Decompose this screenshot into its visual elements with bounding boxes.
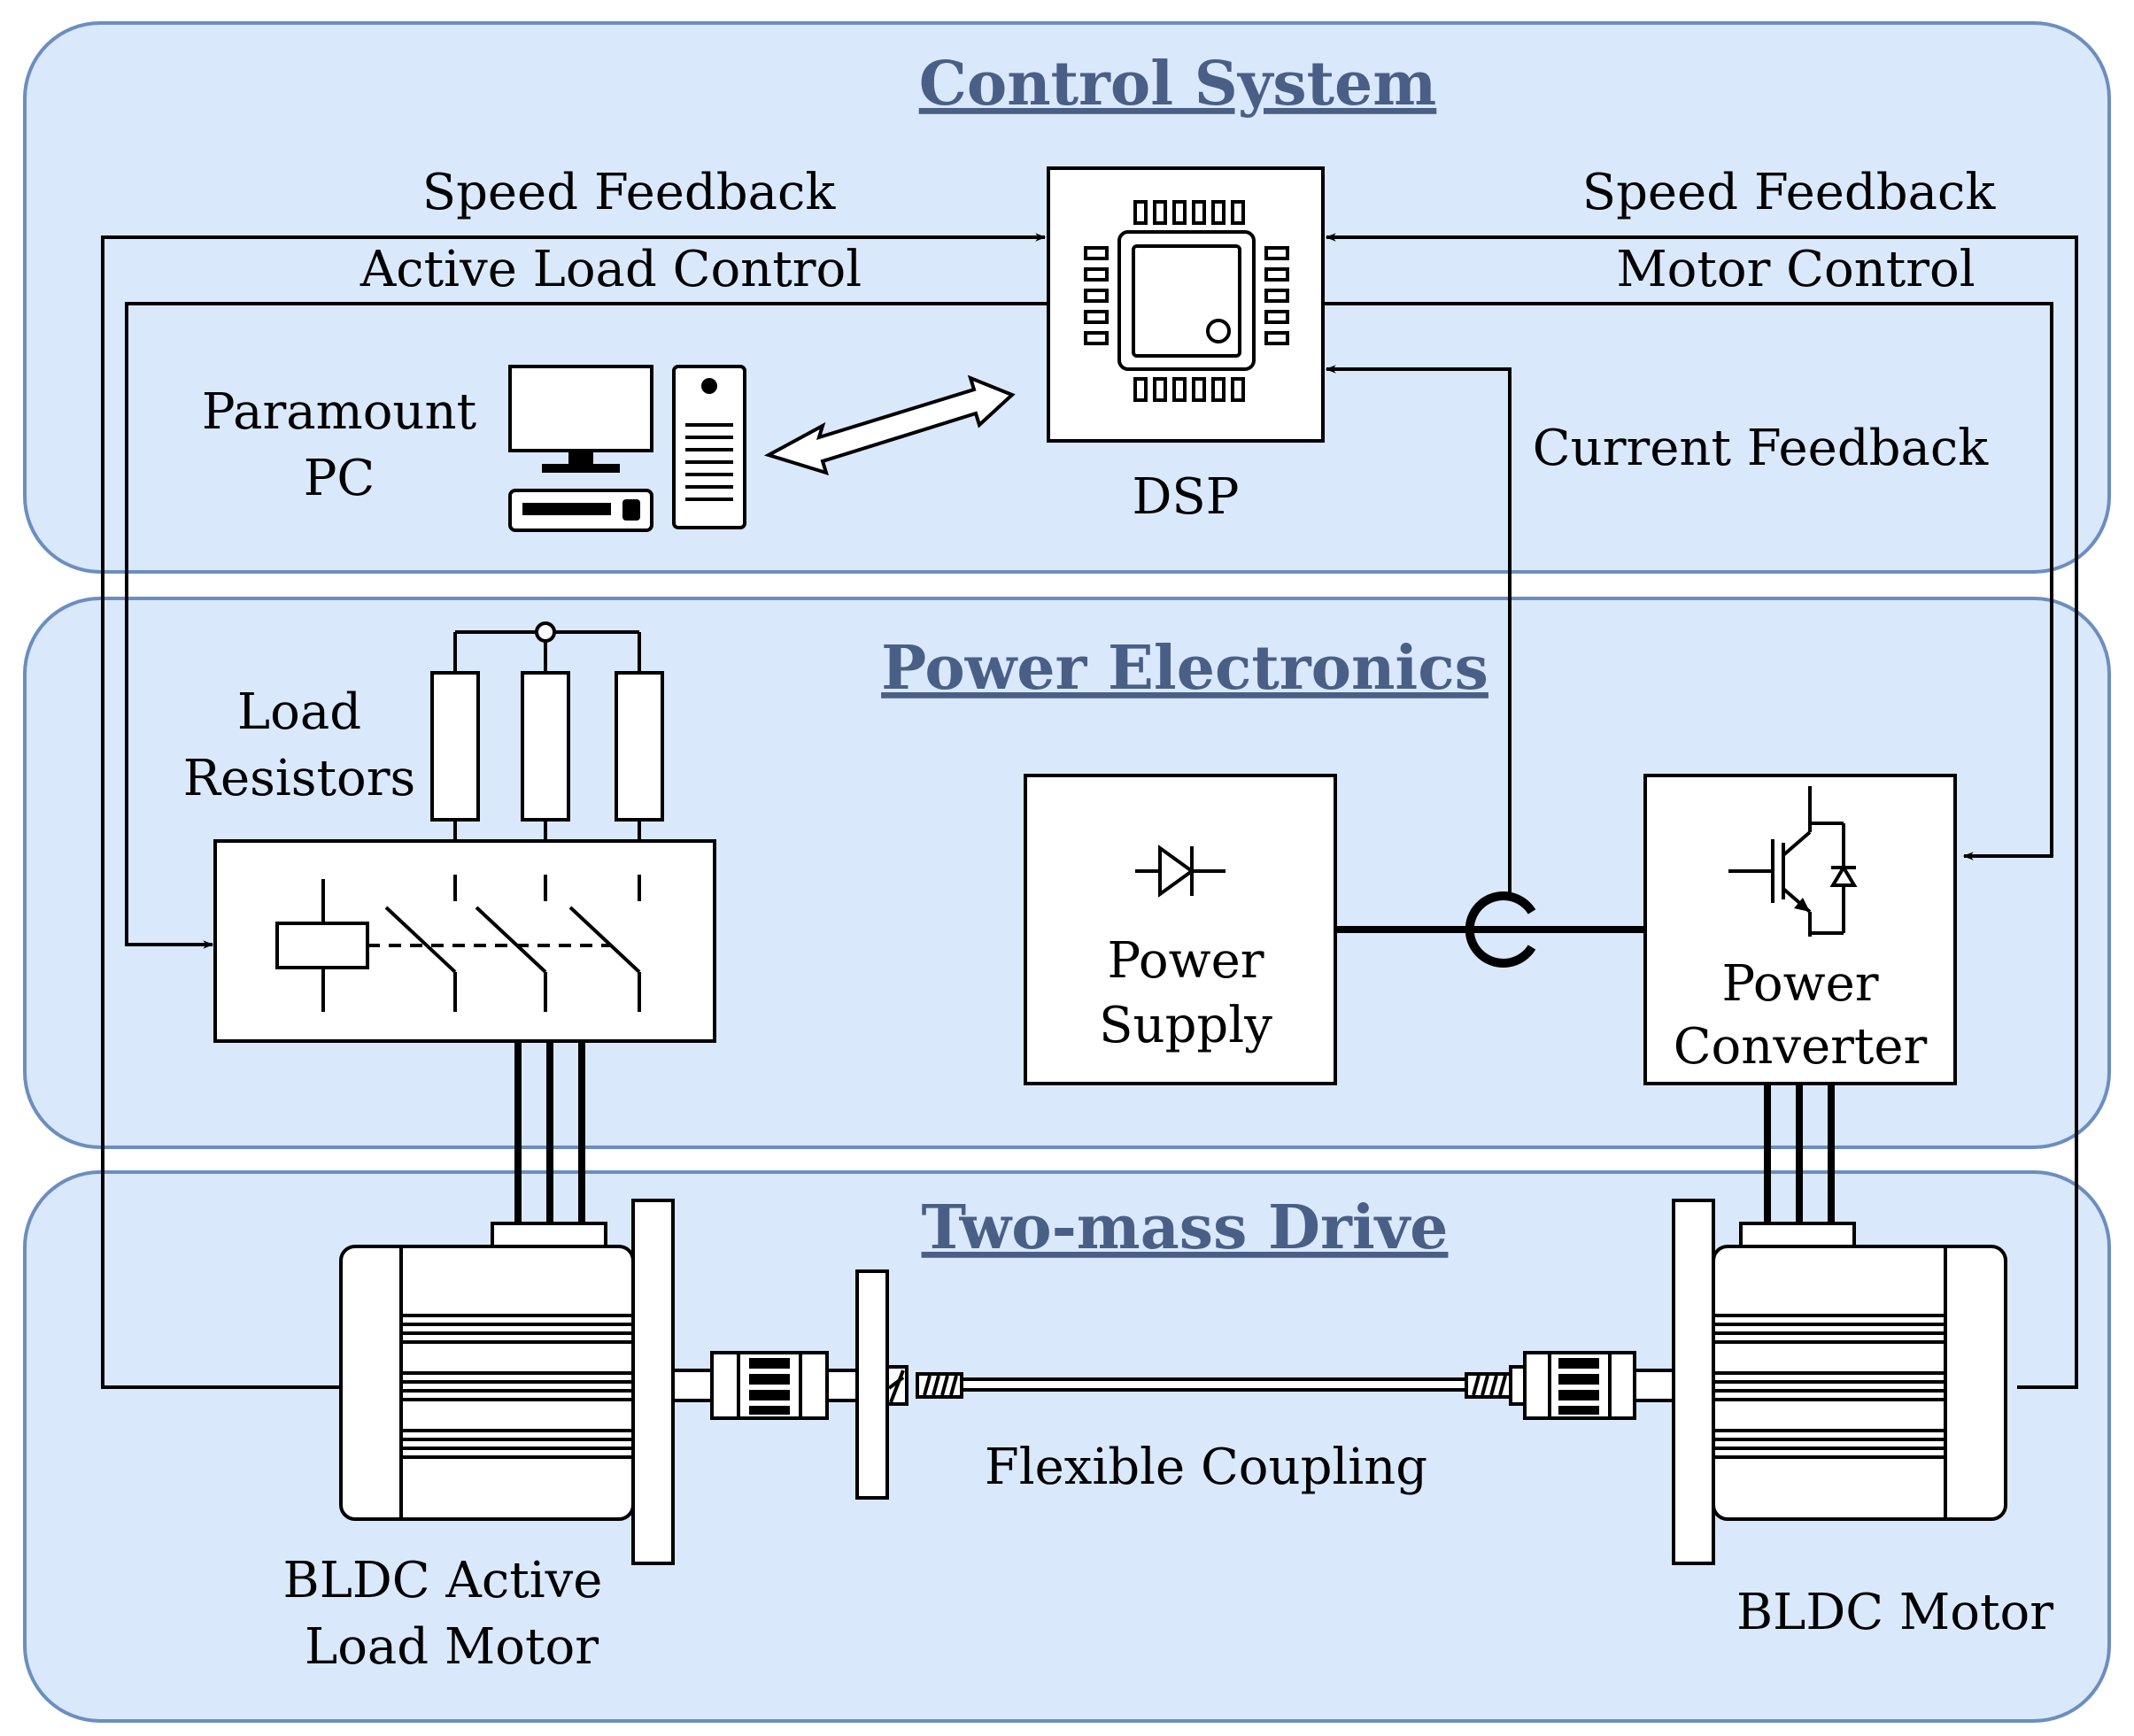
motor-control-label: Motor Control (1616, 241, 1975, 298)
power-converter-label-line1: Power (1722, 955, 1879, 1013)
control-system-title: Control System (919, 49, 1437, 120)
pc-label-line2: PC (304, 450, 375, 507)
dsp-label: DSP (1133, 468, 1240, 526)
power-converter-label-line2: Converter (1674, 1018, 1928, 1076)
dsp-block (1047, 166, 1325, 443)
converter-to-motor-cables (1764, 1084, 1835, 1223)
igbt-icon (1728, 786, 1858, 937)
power-supply-block (1024, 774, 1337, 1085)
speed-feedback-right-label: Speed Feedback (1582, 164, 1997, 221)
flexible-coupling-label: Flexible Coupling (985, 1439, 1427, 1496)
speed-feedback-right-wire (1325, 233, 2078, 1389)
speed-feedback-left-wire (101, 233, 1047, 1389)
speed-feedback-left-label: Speed Feedback (422, 164, 837, 221)
active-motor-label-line2: Load Motor (305, 1618, 599, 1676)
motor-control-wire (1323, 302, 2053, 860)
motor-fins-left (401, 1314, 633, 1459)
motor-fins-right (1713, 1314, 1945, 1459)
load-resistors (430, 621, 664, 841)
power-supply-label-line2: Supply (1099, 997, 1272, 1054)
bldc-active-load-motor (339, 1199, 675, 1565)
chip-icon (1084, 200, 1289, 402)
current-sensor-icon (1465, 891, 1536, 968)
active-load-control-label: Active Load Control (360, 241, 862, 298)
diode-icon (1135, 845, 1226, 898)
load-resistors-label-line2: Resistors (183, 750, 415, 807)
load-resistors-label-line1: Load (237, 683, 361, 741)
bldc-motor (1672, 1199, 2007, 1565)
pc-label-line1: Paramount (202, 383, 477, 441)
right-shaft-coupling (1465, 1351, 1675, 1420)
power-converter-block (1643, 774, 1957, 1085)
flexible-shaft (960, 1377, 1468, 1392)
bidirectional-arrow-icon (763, 374, 1016, 476)
active-motor-label-line1: BLDC Active (283, 1552, 603, 1609)
power-electronics-title: Power Electronics (881, 633, 1488, 704)
relay-contactor (213, 839, 716, 1043)
left-shaft-coupling (671, 1269, 963, 1500)
power-supply-label-line1: Power (1108, 932, 1264, 990)
active-load-control-wire (125, 302, 1048, 949)
relay-to-motor-cables (514, 1041, 585, 1223)
two-mass-drive-title: Two-mass Drive (922, 1192, 1449, 1263)
current-feedback-wire (1325, 365, 1512, 892)
bldc-motor-label: BLDC Motor (1736, 1584, 2053, 1641)
current-feedback-label: Current Feedback (1533, 420, 1989, 477)
computer-icon (508, 365, 746, 532)
